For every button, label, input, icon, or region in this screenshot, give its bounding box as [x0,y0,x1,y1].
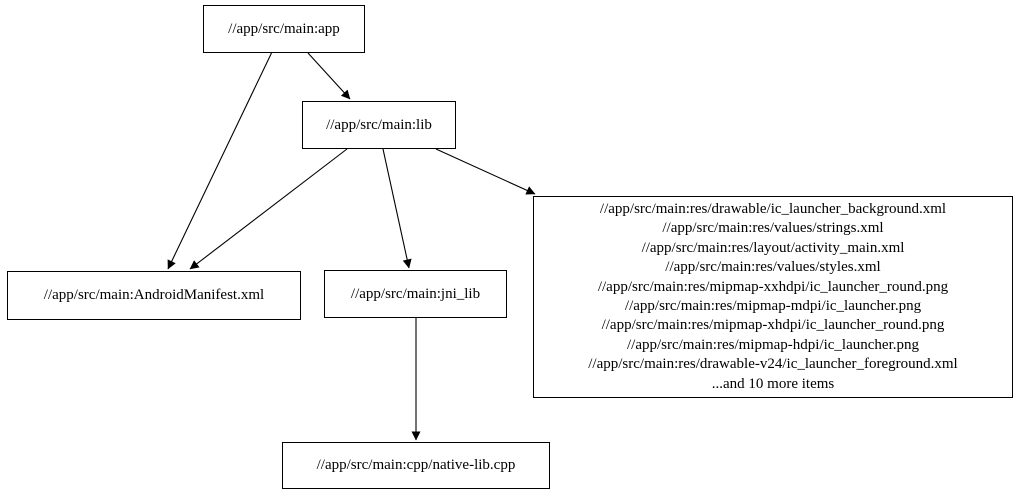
edge-lib-to-jni-lib [382,148,412,269]
edge-app-to-lib [307,52,351,100]
node-android-manifest-label: //app/src/main:AndroidManifest.xml [43,287,265,303]
resource-line: //app/src/main:res/layout/activity_main.… [641,239,905,256]
node-lib-label: //app/src/main:lib [326,116,432,133]
edge-lib-to-resources [435,148,536,195]
resource-line: //app/src/main:res/mipmap-mdpi/ic_launch… [624,298,922,314]
node-native-lib-cpp-label: //app/src/main:cpp/native-lib.cpp [316,457,516,473]
node-jni-lib: //app/src/main:jni_lib [324,270,507,318]
resource-line: //app/src/main:res/values/styles.xml [665,259,881,276]
node-jni-lib-label: //app/src/main:jni_lib [350,285,481,302]
resource-line: //app/src/main:res/drawable-v24/ic_launc… [588,356,958,373]
node-android-manifest: //app/src/main:AndroidManifest.xml [7,271,301,320]
resource-line: //app/src/main:res/mipmap-xxhdpi/ic_laun… [597,278,949,295]
resource-truncation-note: ...and 10 more items [711,375,835,392]
resource-line: //app/src/main:res/drawable/ic_launcher_… [599,200,947,217]
node-lib: //app/src/main:lib [302,101,456,149]
node-resources: //app/src/main:res/drawable/ic_launcher_… [533,196,1013,398]
resource-line: //app/src/main:res/mipmap-hdpi/ic_launch… [626,336,919,353]
node-app-label: //app/src/main:app [228,20,340,37]
edge-lib-to-manifest [189,148,348,270]
resource-line: //app/src/main:res/mipmap-xhdpi/ic_launc… [601,317,945,334]
resource-line: //app/src/main:res/values/strings.xml [662,220,884,237]
node-app: //app/src/main:app [203,5,365,53]
node-native-lib-cpp: //app/src/main:cpp/native-lib.cpp [282,442,550,489]
edge-app-to-manifest [167,52,272,270]
